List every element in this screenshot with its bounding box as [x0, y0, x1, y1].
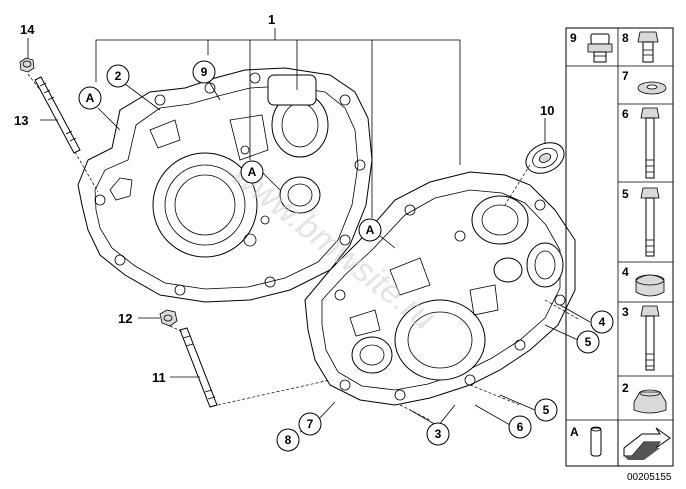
legend-item-8: 8	[622, 31, 659, 63]
svg-text:5: 5	[585, 335, 592, 349]
callout-3: 3	[426, 422, 450, 446]
callout-7: 7	[298, 412, 322, 436]
callout-11: 11	[152, 370, 166, 385]
svg-text:3: 3	[435, 427, 442, 441]
callout-14: 14	[20, 22, 35, 37]
callout-5-lower: 5	[534, 398, 558, 422]
callout-4: 4	[590, 310, 614, 334]
callout-5-upper: 5	[576, 330, 600, 354]
callout-1: 1	[268, 12, 275, 27]
svg-text:9: 9	[570, 31, 577, 45]
reference-a-3: A	[358, 218, 382, 242]
svg-text:5: 5	[622, 187, 629, 201]
callout-12: 12	[118, 311, 132, 326]
reference-a-1: A	[78, 86, 102, 110]
svg-text:8: 8	[285, 433, 292, 447]
callout-13: 13	[14, 113, 28, 128]
svg-text:A: A	[366, 223, 375, 237]
legend-item-7: 7	[622, 69, 667, 95]
legend-table: 9 8 7 6 5	[565, 27, 674, 467]
reference-a-2: A	[240, 160, 264, 184]
stud-part-11	[179, 327, 218, 408]
svg-text:4: 4	[622, 265, 629, 279]
callout-6: 6	[508, 415, 532, 439]
svg-text:3: 3	[622, 305, 629, 319]
svg-text:7: 7	[307, 417, 314, 431]
svg-text:9: 9	[201, 65, 208, 79]
svg-text:A: A	[248, 165, 257, 179]
svg-text:6: 6	[622, 107, 629, 121]
legend-item-6: 6	[622, 107, 660, 179]
svg-text:2: 2	[115, 69, 122, 83]
callout-8: 8	[276, 428, 300, 452]
nut-part-14	[19, 57, 35, 73]
svg-text:A: A	[86, 91, 95, 105]
svg-text:6: 6	[517, 420, 524, 434]
callout-9: 9	[192, 60, 216, 84]
svg-text:2: 2	[622, 381, 629, 395]
plug-part-10	[525, 142, 565, 174]
svg-text:5: 5	[543, 403, 550, 417]
nut-part-12	[159, 309, 178, 327]
svg-text:8: 8	[622, 31, 629, 45]
diagram-id: 00205155	[627, 472, 672, 483]
direction-arrow-icon	[623, 427, 671, 460]
legend-item-5: 5	[622, 187, 660, 257]
stud-part-13	[34, 76, 81, 154]
svg-text:4: 4	[599, 315, 606, 329]
left-crankcase-half	[77, 67, 373, 303]
legend-item-3: 3	[622, 305, 660, 371]
legend-item-4: 4	[622, 265, 665, 297]
svg-text:A: A	[570, 425, 579, 439]
legend-item-2: 2	[622, 381, 667, 414]
legend-item-a: A	[570, 425, 602, 457]
callout-10: 10	[540, 103, 554, 118]
legend-item-9: 9	[570, 31, 613, 63]
callout-1-bracket	[95, 28, 461, 218]
callout-2: 2	[106, 64, 130, 88]
callouts: 1 14 13 12 11 10 2 9 A A A 4	[14, 12, 614, 452]
svg-text:7: 7	[622, 69, 629, 83]
